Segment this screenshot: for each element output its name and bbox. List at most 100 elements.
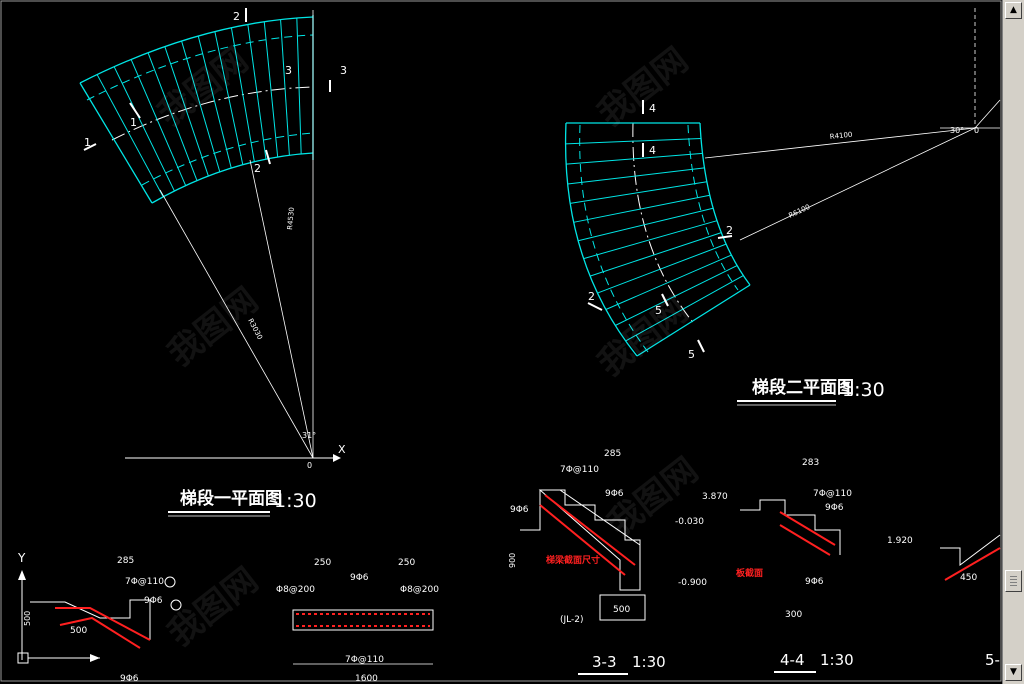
plan2-right-dashed-arc bbox=[687, 124, 739, 291]
stair-tread-line bbox=[147, 52, 198, 181]
stair-tread-line bbox=[181, 40, 221, 172]
plan2-cut-label-4b: 4 bbox=[649, 144, 656, 157]
stair-tread-line bbox=[567, 167, 705, 185]
stair-tread-line bbox=[589, 232, 722, 277]
detail-left-y-arrow bbox=[18, 570, 26, 580]
section11-dim-b: 250 bbox=[398, 558, 415, 568]
plan1-x-label: X bbox=[338, 443, 346, 456]
stair-tread-line bbox=[247, 24, 267, 160]
stair-tread-line bbox=[263, 21, 279, 158]
section33-scale: 1:30 bbox=[632, 653, 666, 671]
detail-left-outline bbox=[30, 599, 151, 640]
detail-left-rebar-bottom bbox=[59, 616, 141, 649]
plan1-cut-label-3b: 3 bbox=[340, 64, 347, 77]
stair-tread-line bbox=[625, 275, 744, 342]
plan2-angle-label: 30° bbox=[950, 126, 964, 135]
section11-rebar-label-a: 9Φ6 bbox=[350, 573, 369, 583]
section11-rebar-label-d: 7Φ@110 bbox=[345, 655, 384, 665]
detail-left-group: Y 285 500 500 7Φ@110 9Φ6 9Φ6 bbox=[17, 551, 182, 684]
section33-dim-b: -0.030 bbox=[675, 517, 704, 527]
plan2-cut-label-2b: 2 bbox=[588, 290, 595, 303]
stair-tread-line bbox=[565, 137, 702, 145]
section33-title: 3-3 bbox=[592, 653, 617, 671]
stair-tread-line bbox=[130, 59, 187, 186]
section33-dim-d: 900 bbox=[508, 553, 517, 568]
plan2-radius-b bbox=[739, 127, 976, 241]
plan2-cut-label-5b: 5 bbox=[688, 348, 695, 361]
stair-tread-line bbox=[96, 74, 164, 198]
plan1-cut-label-3a: 3 bbox=[285, 64, 292, 77]
vertical-scrollbar[interactable]: ▲ ▼ bbox=[1002, 0, 1024, 684]
plan2-radius-label-a: R4100 bbox=[829, 131, 852, 141]
section-11-group: 250 250 1600 9Φ6 Φ8@200 Φ8@200 7Φ@110 bbox=[276, 558, 439, 684]
detail-left-rebar-label-b: 9Φ6 bbox=[144, 596, 163, 606]
section44-scale: 1:30 bbox=[820, 651, 854, 669]
section33-red-label: 梯梁截面尺寸 bbox=[546, 554, 600, 566]
detail-left-y-label: Y bbox=[17, 551, 26, 565]
detail-left-rebar-label-a: 7Φ@110 bbox=[125, 577, 164, 587]
section44-dim-a: 283 bbox=[802, 458, 819, 468]
plan1-center-line bbox=[111, 86, 314, 141]
plan2-cut-label-4a: 4 bbox=[649, 102, 656, 115]
section55-outline bbox=[940, 534, 1001, 566]
stair-tread-line bbox=[197, 35, 232, 169]
stair-tread-line bbox=[280, 19, 290, 156]
plan1-radius-short bbox=[249, 159, 314, 459]
stair-tread-line bbox=[570, 181, 707, 204]
section11-rebar-label-c: Φ8@200 bbox=[400, 585, 439, 595]
plan1-radius-long bbox=[159, 189, 314, 459]
stair-tread-line bbox=[113, 66, 175, 192]
plan2-left-dashed-arc bbox=[579, 124, 649, 353]
detail-left-dim-c: 500 bbox=[70, 626, 87, 636]
section33-rebar-b bbox=[539, 504, 626, 576]
plan1-cut-2b bbox=[265, 149, 271, 165]
plan1-treads bbox=[96, 17, 302, 198]
section55-rebar bbox=[944, 547, 1001, 581]
detail-left-dim-b: 500 bbox=[23, 611, 32, 626]
plan2-left-arc bbox=[564, 122, 638, 357]
plan2-scale: 1:30 bbox=[842, 379, 885, 401]
section55-title: 5- bbox=[985, 651, 1000, 669]
section33-rebar-label-c: 9Φ6 bbox=[510, 505, 529, 515]
drawing-frame bbox=[0, 0, 1002, 682]
scroll-thumb[interactable] bbox=[1005, 570, 1022, 592]
plan2-bottom-edge bbox=[636, 284, 751, 357]
section11-rebar-label-b: Φ8@200 bbox=[276, 585, 315, 595]
plan1-title: 梯段一平面图 bbox=[180, 488, 282, 509]
section-33-group: 梯梁截面尺寸 285 7Φ@110 9Φ6 9Φ6 -0.030 -0.900 … bbox=[508, 449, 707, 675]
stair-tread-line bbox=[296, 17, 302, 154]
stair-tread-line bbox=[230, 27, 255, 162]
plan2-center-line bbox=[632, 122, 696, 326]
plan1-cut-label-2a: 2 bbox=[233, 10, 240, 23]
plan1-outer-arc bbox=[79, 16, 314, 84]
plan1-scale: 1:30 bbox=[274, 490, 317, 512]
plan1-cut-label-1a: 1 bbox=[84, 136, 91, 149]
section44-title: 4-4 bbox=[780, 651, 805, 669]
plan1-radius-label-a: R4530 bbox=[286, 207, 296, 230]
plan-one-group: X 0 31° R4530 R3030 1 1 2 2 3 3 梯段一平面图 1… bbox=[79, 8, 347, 517]
section55-dim-a: 1.920 bbox=[887, 536, 913, 546]
detail-left-dim-a: 285 bbox=[117, 556, 134, 566]
stair-tread-line bbox=[615, 265, 738, 326]
section33-outline bbox=[520, 489, 641, 590]
section33-dim-e: 500 bbox=[613, 605, 630, 615]
plan2-cut-5a bbox=[661, 293, 669, 307]
plan2-origin-label: 0 bbox=[974, 126, 979, 135]
stair-tread-line bbox=[164, 46, 209, 177]
section-55-group: 1.920 450 5- bbox=[887, 534, 1001, 669]
detail-left-marker-5 bbox=[164, 576, 176, 588]
plan1-cut-1b bbox=[129, 102, 141, 119]
section-44-group: 283 3.870 7Φ@110 9Φ6 9Φ6 板截面 300 4-4 1:3… bbox=[702, 458, 854, 673]
plan1-inner-arc bbox=[151, 152, 314, 204]
scroll-up-button[interactable]: ▲ bbox=[1005, 2, 1022, 19]
scroll-down-button[interactable]: ▼ bbox=[1005, 664, 1022, 681]
section33-dim-c: -0.900 bbox=[678, 578, 707, 588]
section44-rebar-label-c: 9Φ6 bbox=[805, 577, 824, 587]
section44-rebar-label-a: 7Φ@110 bbox=[813, 489, 852, 499]
detail-left-x-arrow bbox=[90, 654, 100, 662]
section33-rebar-label-a: 7Φ@110 bbox=[560, 465, 599, 475]
detail-left-origin-box bbox=[17, 652, 29, 664]
section44-rebar-label-b: 9Φ6 bbox=[825, 503, 844, 513]
plan2-angle-ray bbox=[974, 99, 1001, 129]
